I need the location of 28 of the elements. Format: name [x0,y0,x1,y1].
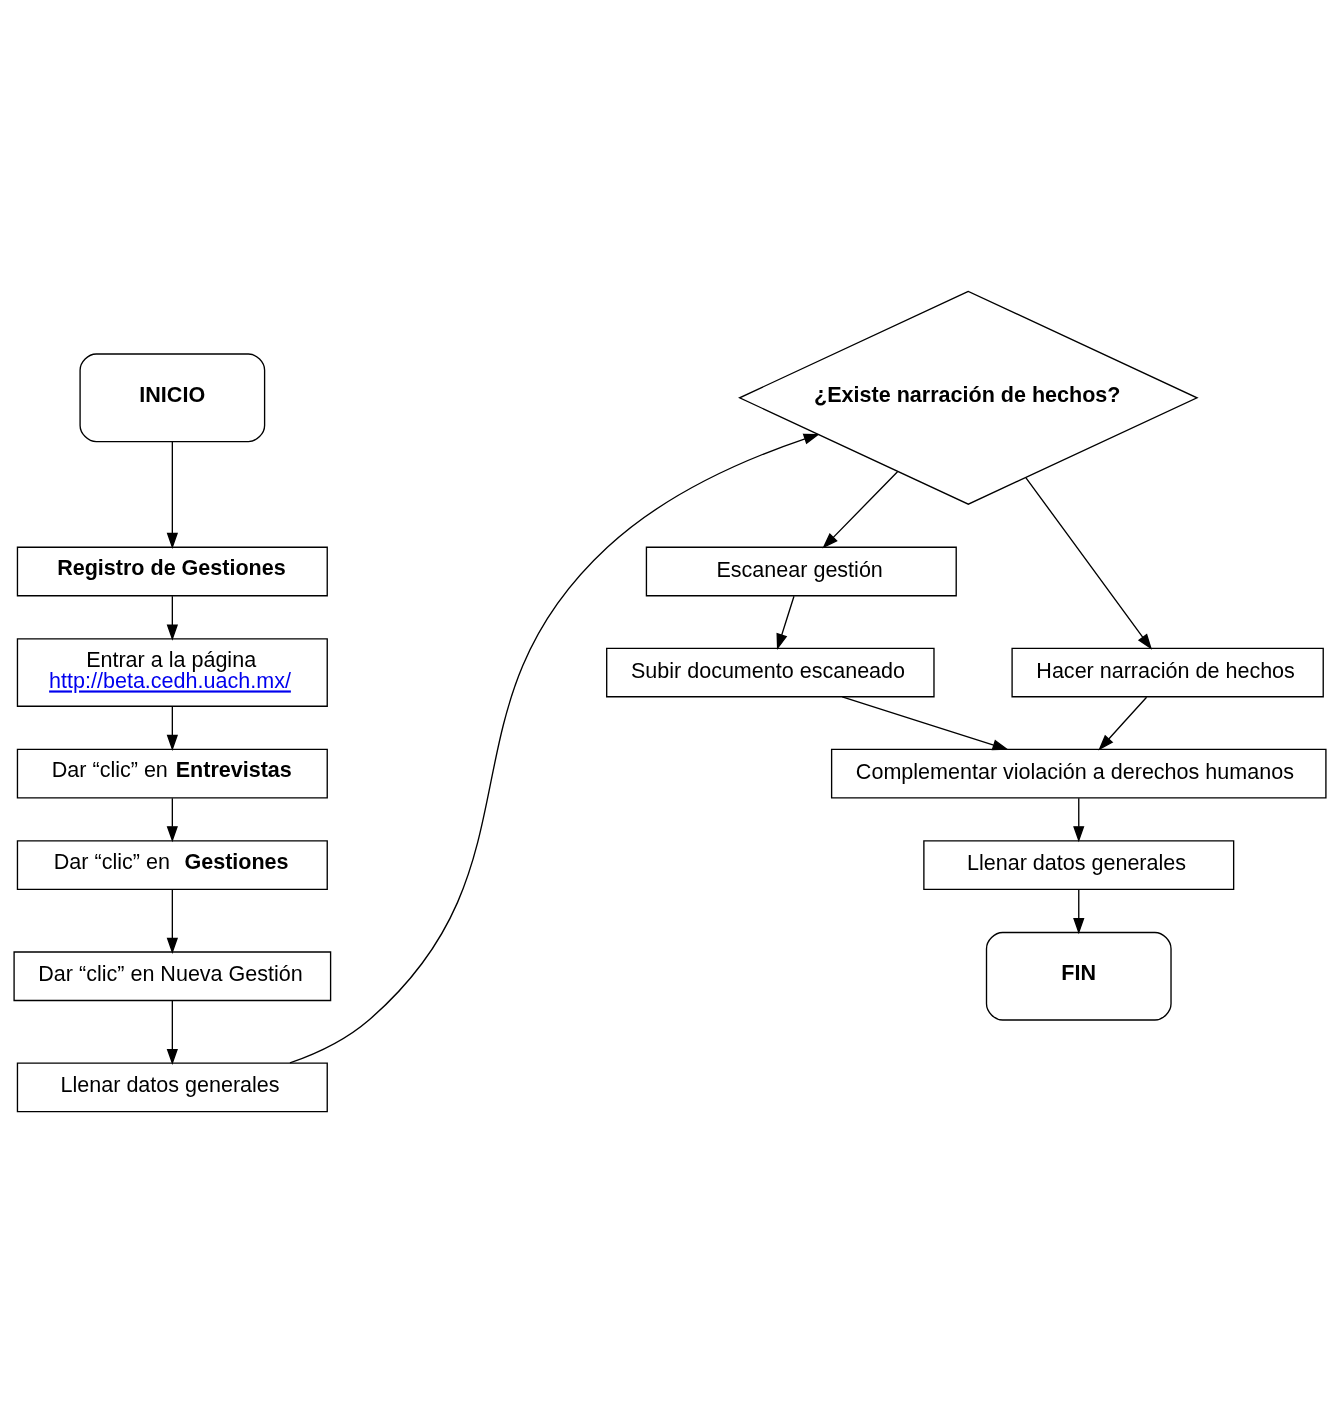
node-box: Hacer narración de hechos [1011,647,1324,697]
node-diamond: ¿Existe narración de hechos? [738,290,1199,505]
arrow [166,999,178,1065]
node-box: Dar “clic” en Entrevistas [16,748,328,798]
node-box: Entrar a la página http://beta.cedh.uach.mx/ [16,637,328,707]
node-box: Escanear gestión [645,546,957,596]
arrow [776,595,795,650]
arrow [289,433,820,1064]
node-box: Dar “clic” en Gestiones [16,839,328,890]
arrow [841,695,1009,750]
arrow [822,470,899,549]
arrow [1073,888,1085,934]
arrow [1025,476,1153,650]
arrow [166,595,178,641]
node-box: Subir documento escaneado [606,647,935,697]
arrow [166,797,178,842]
node-box: Llenar datos generales [923,839,1235,890]
arrow [1073,797,1085,842]
arrow [166,440,178,549]
node-box: Dar “clic” en Nueva Gestión [13,950,332,1001]
node-box: FIN [985,931,1172,1021]
arrow [1098,696,1148,751]
node-box: Registro de Gestiones [16,546,328,596]
node-box: INICIO [79,352,266,442]
node-box: Complementar violación a derechos humanos [830,748,1327,798]
arrow [166,705,178,751]
node-box: Llenar datos generales [16,1061,328,1112]
arrow [166,888,178,954]
